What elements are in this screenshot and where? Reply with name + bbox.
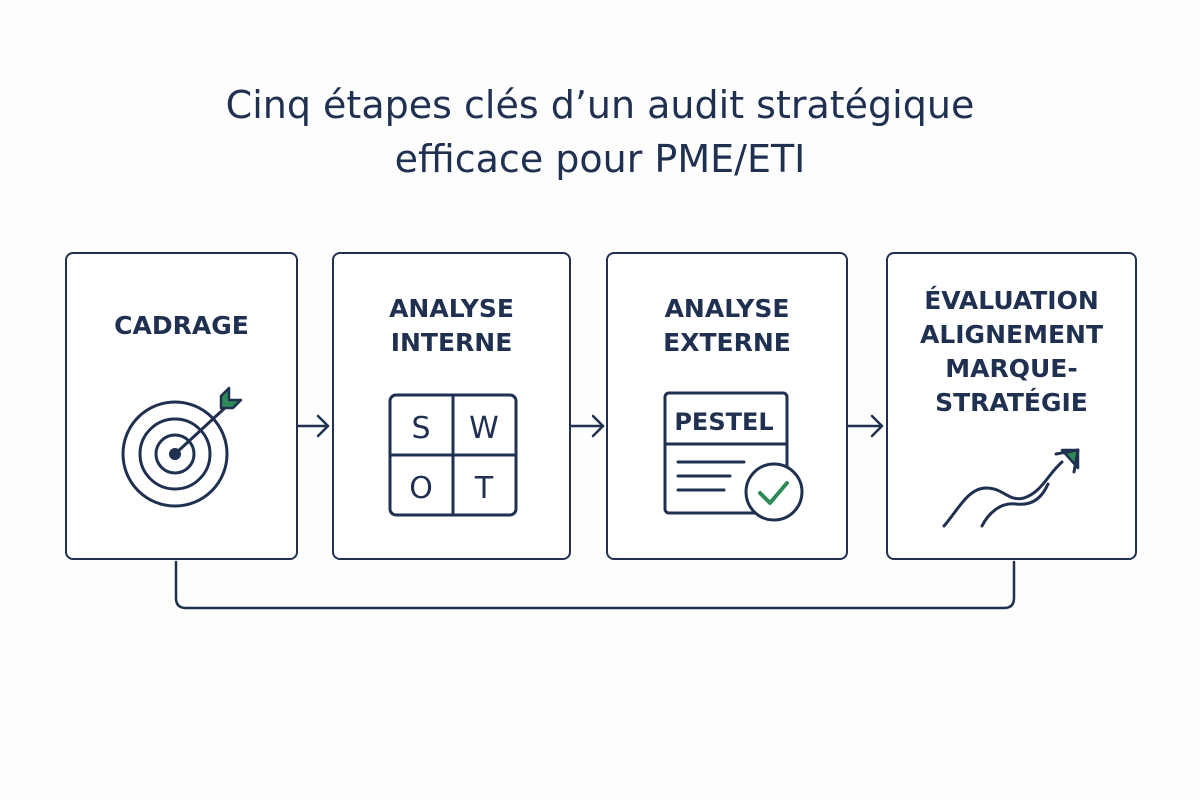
step-label: ANALYSE EXTERNE	[663, 294, 791, 357]
check-badge-icon	[744, 462, 804, 522]
diagram-title: Cinq étapes clés d’un audit stratégique …	[0, 78, 1200, 186]
swot-weaknesses: W	[469, 411, 499, 446]
title-line-2: efficace pour PME/ETI	[394, 137, 806, 181]
arrow-right-icon	[846, 414, 884, 438]
pestel-document-icon: PESTEL	[663, 391, 804, 522]
step-card-cadrage: CADRAGE	[65, 252, 298, 560]
swot-threats: T	[474, 471, 494, 506]
target-arrow-icon	[121, 386, 243, 508]
step-card-evaluation-alignement: ÉVALUATION ALIGNEMENT MARQUE- STRATÉGIE	[886, 252, 1137, 560]
feedback-loop-connector	[174, 560, 1016, 610]
step-card-analyse-externe: ANALYSE EXTERNE PESTEL	[606, 252, 848, 560]
arrow-right-icon	[569, 414, 605, 438]
step-label: ÉVALUATION ALIGNEMENT MARQUE- STRATÉGIE	[919, 286, 1104, 417]
step-label: CADRAGE	[114, 311, 249, 340]
swot-grid-icon: S W O T	[388, 393, 518, 517]
swot-strengths: S	[411, 411, 430, 446]
pestel-label: PESTEL	[674, 408, 773, 436]
step-label: ANALYSE INTERNE	[389, 294, 514, 357]
trend-arrow-icon	[942, 448, 1080, 528]
title-line-1: Cinq étapes clés d’un audit stratégique	[225, 83, 975, 127]
arrow-right-icon	[296, 414, 330, 438]
swot-opportunities: O	[409, 471, 433, 506]
step-card-analyse-interne: ANALYSE INTERNE S W O T	[332, 252, 571, 560]
